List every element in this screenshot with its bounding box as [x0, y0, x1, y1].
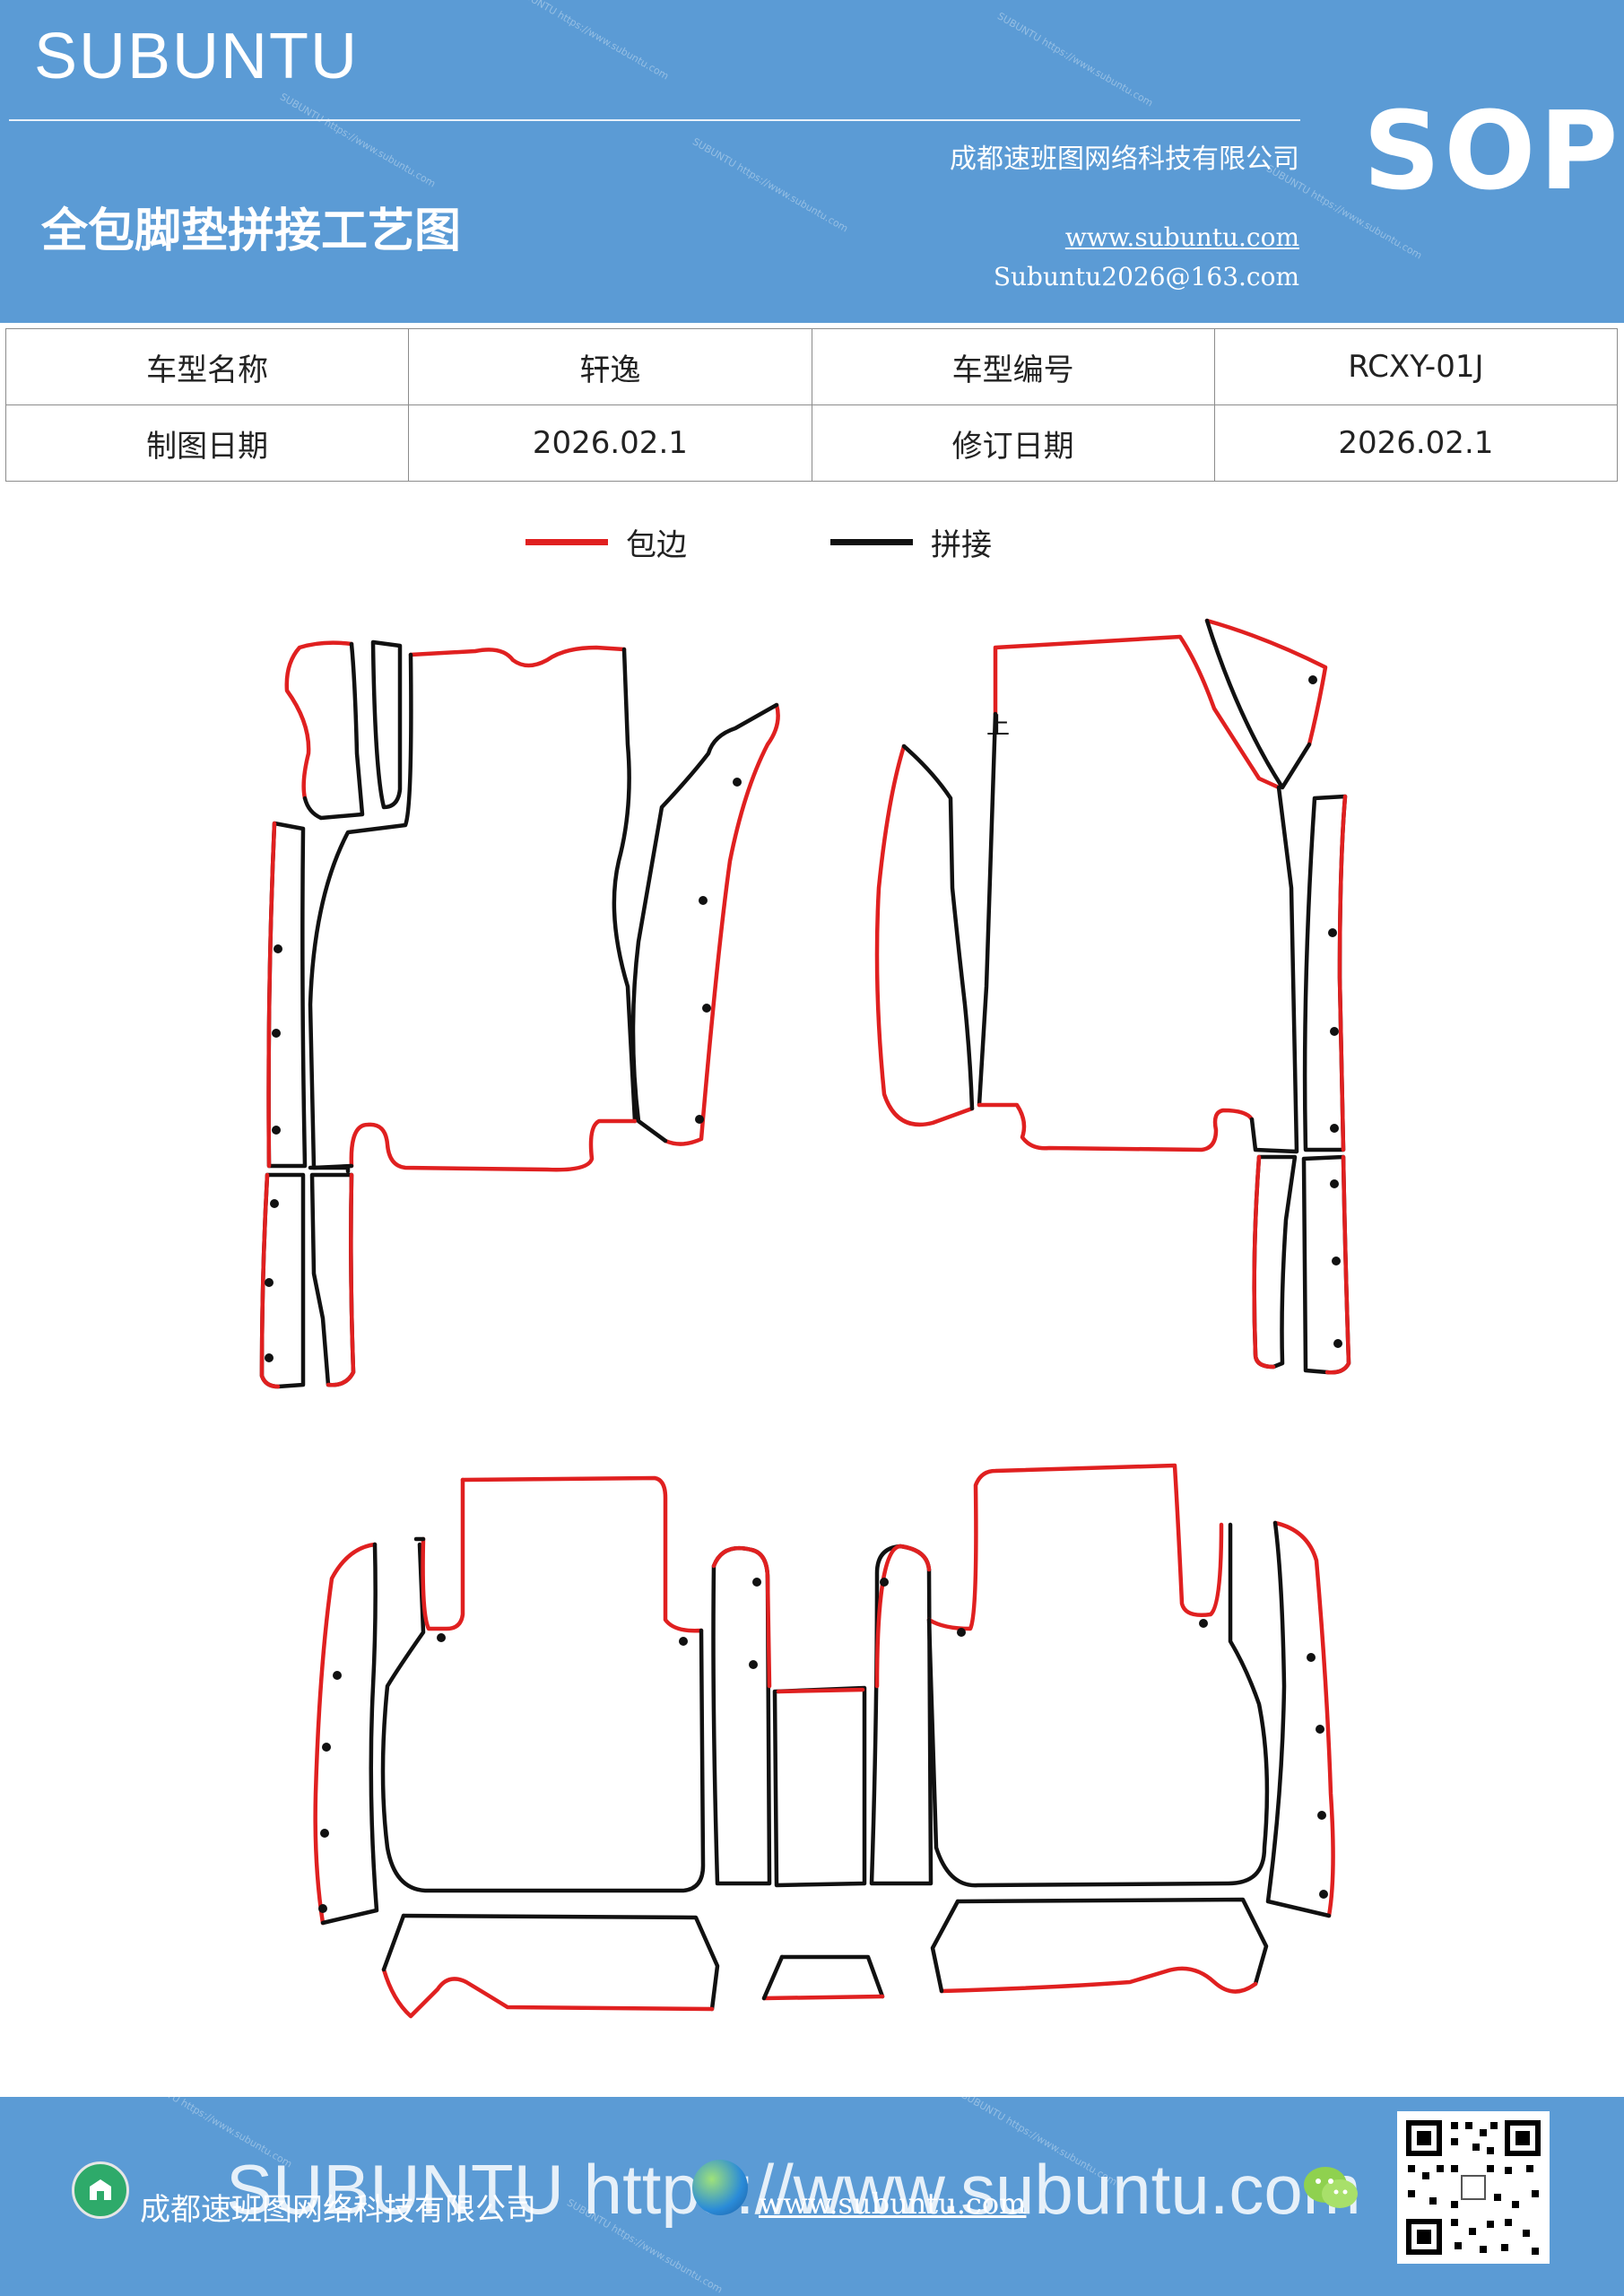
sop-label: SOP [1363, 90, 1622, 214]
legend-edge: 包边 [525, 520, 687, 564]
wechat-icon [1304, 2167, 1358, 2208]
globe-icon [692, 2160, 748, 2215]
contact-email: Subuntu2026@163.com [993, 262, 1299, 291]
vehicle-info-table: 车型名称 轩逸 车型编号 RCXY-01J 制图日期 2026.02.1 修订日… [4, 328, 1619, 482]
building-icon [72, 2161, 129, 2219]
company-name: 成都速班图网络科技有限公司 [950, 144, 1299, 175]
front-left-mat [259, 639, 780, 1389]
model-code-label: 车型编号 [811, 328, 1215, 405]
building-icon [90, 2179, 111, 2200]
website-link[interactable]: www.subuntu.com [1064, 222, 1299, 252]
draw-date-value: 2026.02.1 [408, 404, 812, 482]
footer-watermark-url: SUBUNTU https://www.subuntu.com [226, 2150, 1361, 2229]
revise-date-value: 2026.02.1 [1213, 404, 1619, 482]
qr-code-image [1406, 2120, 1541, 2255]
model-code-value: RCXY-01J [1213, 328, 1619, 405]
edge-swatch [525, 539, 608, 545]
footer-website-link[interactable]: www.subuntu.com [759, 2187, 1027, 2221]
front-right-mat: 上 [874, 618, 1351, 1375]
legend-splice: 拼接 [830, 520, 992, 564]
splice-legend-label: 拼接 [931, 527, 992, 563]
draw-date-label: 制图日期 [4, 404, 410, 482]
wechat-icon [1302, 2163, 1359, 2213]
page-title: 全包脚垫拼接工艺图 [41, 204, 462, 258]
edge-legend-label: 包边 [626, 527, 687, 563]
splice-swatch [830, 539, 913, 545]
table-row: 车型名称 轩逸 车型编号 RCXY-01J [4, 328, 1619, 405]
model-name-label: 车型名称 [4, 328, 410, 405]
table-row: 制图日期 2026.02.1 修订日期 2026.02.1 [4, 404, 1619, 482]
footer-banner: SUBUNTU https://www.subuntu.com SUBUNTU … [0, 2097, 1624, 2296]
header-divider [9, 119, 1300, 121]
rear-mats [313, 1463, 1335, 2019]
revise-date-label: 修订日期 [811, 404, 1215, 482]
stitch-mark: 上 [986, 713, 1010, 740]
floor-mat-diagram: 上 [259, 618, 1351, 2019]
header-banner: SUBUNTU https://www.subuntu.com SUBUNTU … [0, 0, 1624, 323]
footer-company-name: 成都速班图网络科技有限公司 [140, 2192, 536, 2228]
brand-logo-text: SUBUNTU [34, 21, 360, 92]
model-name-value: 轩逸 [408, 328, 812, 405]
qr-code [1397, 2111, 1550, 2264]
